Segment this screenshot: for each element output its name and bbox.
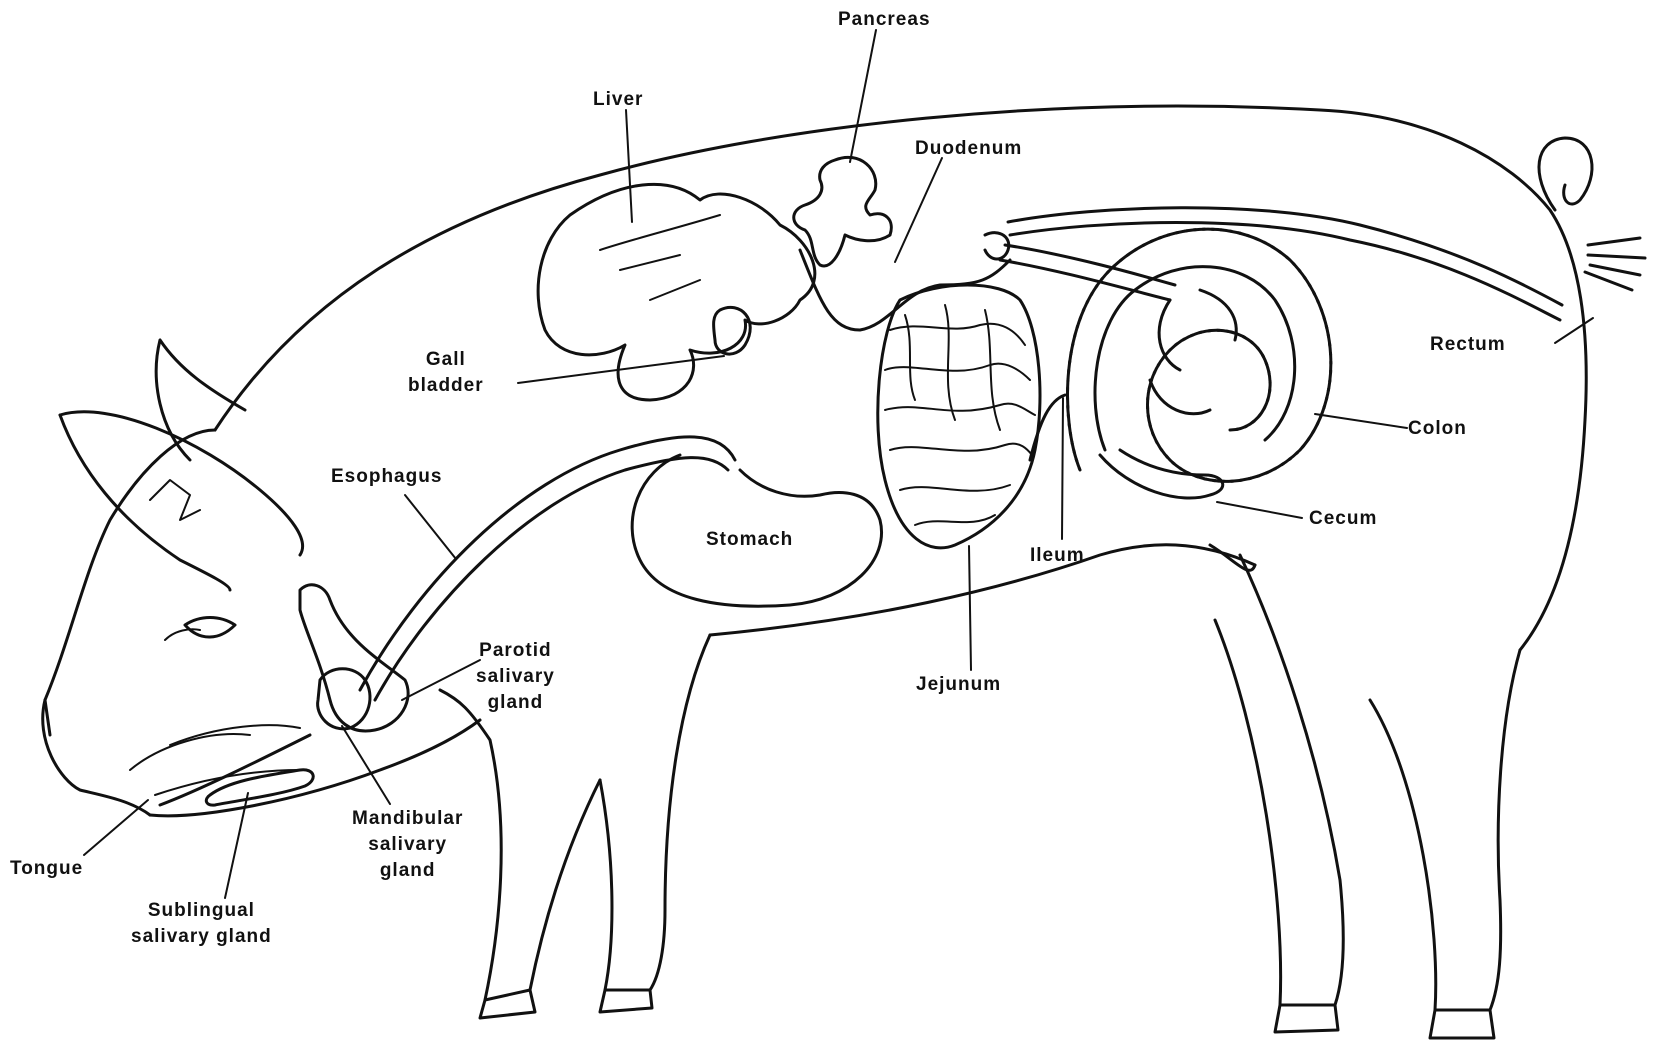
label-mandibular-line2: salivary (352, 832, 463, 858)
label-sublingual: Sublingual salivary gland (131, 898, 272, 950)
label-mandibular-line3: gland (352, 858, 463, 884)
label-parotid-line2: salivary (476, 664, 555, 690)
label-stomach: Stomach (706, 527, 793, 553)
label-parotid-line3: gland (476, 690, 555, 716)
label-tongue: Tongue (10, 856, 83, 882)
label-colon: Colon (1408, 416, 1467, 442)
mandibular-gland-shape (318, 669, 370, 729)
jejunum-coils (878, 285, 1040, 548)
sublingual-gland-shape (206, 770, 313, 805)
label-sublingual-line2: salivary gland (131, 924, 272, 950)
label-rectum: Rectum (1430, 332, 1506, 358)
pig-tail (1539, 138, 1645, 290)
label-parotid-line1: Parotid (476, 638, 555, 664)
label-mandibular: Mandibular salivary gland (352, 806, 463, 884)
parotid-gland-shape (300, 585, 408, 731)
label-gall-bladder-line1: Gall (408, 347, 484, 373)
label-sublingual-line1: Sublingual (131, 898, 272, 924)
cecum-shape (1100, 450, 1223, 498)
label-ileum: Ileum (1030, 543, 1085, 569)
label-cecum: Cecum (1309, 506, 1377, 532)
label-gall-bladder-line2: bladder (408, 373, 484, 399)
label-gall-bladder: Gall bladder (408, 347, 484, 399)
pig-head (43, 340, 480, 816)
label-duodenum: Duodenum (915, 136, 1022, 162)
label-liver: Liver (593, 87, 643, 113)
label-esophagus: Esophagus (331, 464, 442, 490)
label-pancreas: Pancreas (838, 7, 931, 33)
label-jejunum: Jejunum (916, 672, 1001, 698)
label-parotid: Parotid salivary gland (476, 638, 555, 716)
liver-shape (538, 184, 815, 400)
label-mandibular-line1: Mandibular (352, 806, 463, 832)
